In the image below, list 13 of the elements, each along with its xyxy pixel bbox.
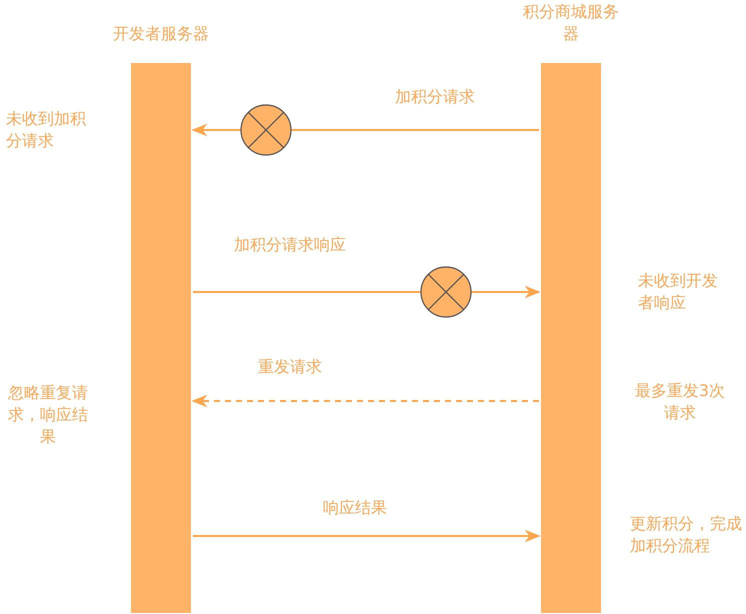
side-note: 最多重发3次请求: [634, 380, 726, 424]
side-note: 忽略重复请求，响应结果: [7, 382, 89, 448]
side-note: 未收到加积分请求: [6, 108, 87, 152]
arrow: [193, 530, 541, 542]
edge-label: 重发请求: [257, 356, 323, 378]
edge-label: 加积分请求: [394, 86, 476, 108]
lifeline-title: 积分商城服务器: [522, 1, 620, 45]
side-note: 未收到开发者响应: [638, 270, 719, 314]
side-note: 更新积分，完成加积分流程: [630, 513, 742, 557]
edge-label: 加积分请求响应: [233, 234, 347, 256]
lifeline-title: 开发者服务器: [112, 23, 210, 45]
dashed-arrow: [191, 394, 539, 408]
edge-label: 响应结果: [322, 497, 388, 519]
